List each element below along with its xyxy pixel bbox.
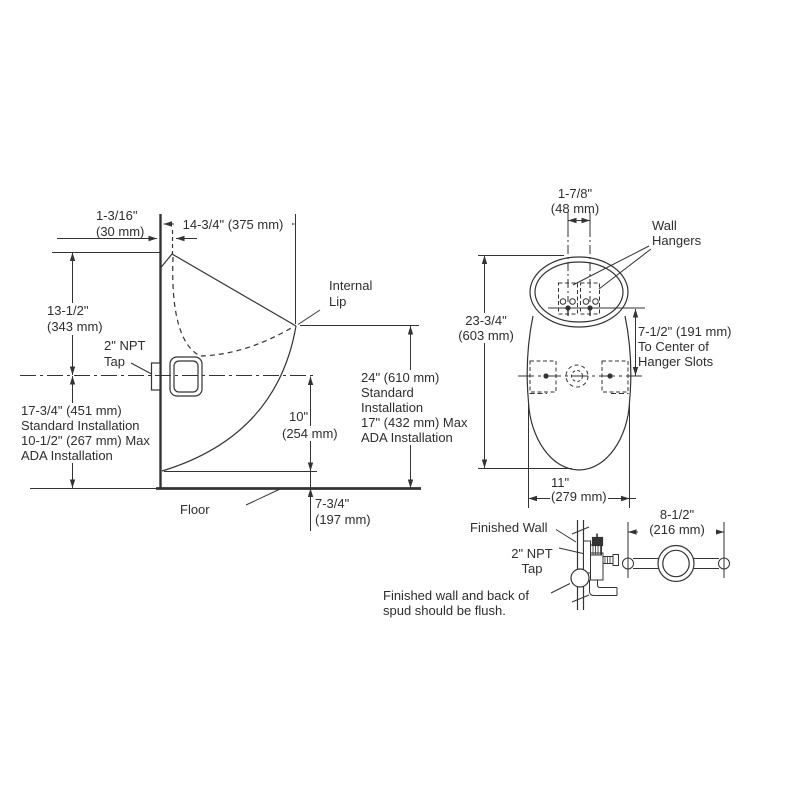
wall-break-marks	[571, 526, 590, 603]
depth-dim-label: 14-3/4" (375 mm)	[174, 217, 292, 232]
mid-bolt-left	[543, 373, 549, 379]
flush-note-leader	[550, 583, 571, 594]
left-install-note: 17-3/4" (451 mm) Standard Installation 1…	[20, 403, 151, 463]
side-tap-label: 2" NPT Tap	[104, 338, 146, 369]
spud-back-circle	[570, 568, 590, 588]
spud-nut	[590, 552, 604, 581]
detail-tap-label: 2" NPT Tap	[511, 546, 553, 576]
hanger-bracket-inner	[173, 360, 199, 393]
outlet-elbow-inner	[597, 580, 617, 588]
inner-bowl-hidden-line	[172, 256, 294, 357]
mid-bracket-right	[601, 360, 629, 393]
wall-hangers-leaders	[572, 245, 652, 290]
width-extension-lines	[528, 403, 630, 508]
tap-leader	[130, 362, 152, 375]
mid-bracket-left	[529, 360, 557, 393]
outlet-height-dim-label: 7-3/4" (197 mm)	[314, 496, 372, 528]
slot-hole	[592, 298, 599, 305]
internal-lip-leader	[297, 309, 321, 325]
outlet-drop-dim-label-1: 10"	[288, 409, 310, 424]
thread-hatching	[592, 545, 601, 555]
bolt-hatching	[604, 556, 611, 564]
outlet-elbow-outer	[589, 580, 617, 596]
flange-outer-ring	[657, 544, 695, 583]
width-dim-label-2: (279 mm)	[550, 489, 608, 504]
flange-inner-ring	[662, 549, 690, 578]
overall-height-dim-label: 23-3/4" (603 mm)	[452, 313, 520, 343]
screw-head	[591, 536, 604, 547]
spud-flange	[583, 540, 591, 574]
wall-hangers-label: Wall Hangers	[652, 218, 702, 248]
hanger-centerlines	[567, 228, 591, 302]
npt-tap-fitting	[150, 362, 161, 391]
flush-note: Finished wall and back of spud should be…	[383, 588, 529, 618]
bolt-shank	[602, 556, 614, 564]
hanger-bracket-outer	[169, 356, 203, 397]
hanger-to-outlet-dim-label: 7-1/2" (191 mm) To Center of Hanger Slot…	[638, 324, 732, 369]
front-view-drawing	[478, 212, 652, 508]
finished-wall-leader	[555, 529, 577, 543]
urinal-top-profile	[160, 253, 297, 327]
internal-lip-label: Internal Lip	[329, 278, 373, 309]
detail-tap-leader	[558, 547, 584, 554]
finished-wall-label: Finished Wall	[470, 520, 548, 535]
rim-height-dim-label: 13-1/2" (343 mm)	[46, 303, 104, 335]
finished-wall-lines	[576, 520, 585, 610]
mid-bolt-right	[607, 373, 613, 379]
side-view-drawing	[20, 214, 421, 531]
right-install-note: 24" (610 mm) Standard Installation 17" (…	[360, 370, 469, 445]
hanger-bolt-stems	[567, 308, 591, 316]
rim-outer-ellipse	[529, 256, 629, 328]
slot-hole	[559, 298, 567, 305]
hanger-spacing-dim-label: 1-7/8" (48 mm)	[550, 186, 600, 216]
slot-hole	[569, 298, 576, 305]
rim-inner-ellipse	[534, 261, 624, 323]
floor-leader	[245, 489, 280, 506]
bolt-end-nut	[612, 554, 619, 566]
flange-arms	[633, 558, 719, 569]
spud-detail-drawing	[550, 520, 619, 610]
outlet-drop-dim-label-2: (254 mm)	[281, 426, 339, 441]
floor-label: Floor	[180, 502, 210, 517]
width-dim-label-1: 11"	[551, 475, 570, 490]
urinal-body-outline	[526, 315, 632, 471]
slot-hole	[582, 298, 590, 305]
urinal-bowl-profile	[161, 325, 297, 472]
flange-width-dim-label: 8-1/2" (216 mm)	[638, 507, 716, 537]
offset-dim-label: 1-3/16" (30 mm)	[96, 208, 145, 239]
